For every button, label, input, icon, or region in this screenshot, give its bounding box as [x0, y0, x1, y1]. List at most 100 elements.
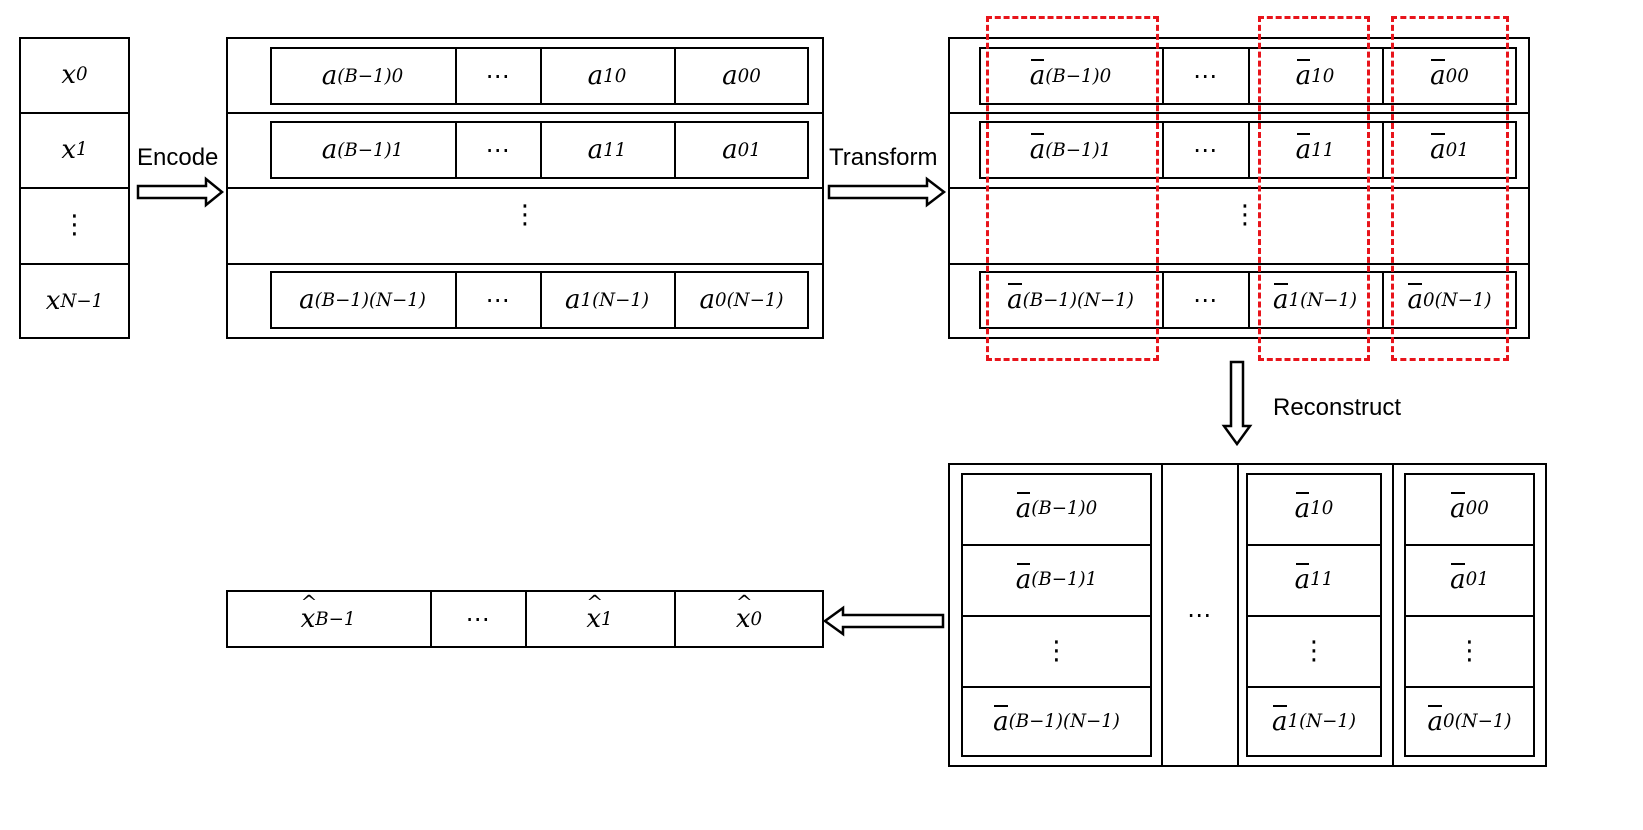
encoded-cell: a(B−1)1 [270, 121, 455, 179]
rc-base: a [1450, 491, 1466, 524]
enc-sub: 01 [737, 139, 761, 161]
encoded-row [270, 121, 809, 179]
divider [455, 271, 457, 329]
out-sub: B−1 [315, 608, 356, 630]
divider [961, 615, 1152, 617]
enc-base: a [299, 285, 315, 315]
divider [455, 121, 457, 179]
transformed-row-vdots: ⋮ [1200, 187, 1290, 243]
ellipsis: ⋯ [1193, 62, 1217, 90]
divider [455, 47, 457, 105]
rc-base: a [1015, 562, 1032, 595]
tr-sub: 1(N−1) [1288, 289, 1358, 311]
divider [19, 263, 130, 265]
enc-sub: 1(N−1) [580, 289, 650, 311]
transformed-cell: a(B−1)0 [979, 47, 1162, 105]
encoded-cell: a(B−1)0 [270, 47, 455, 105]
divider [540, 271, 542, 329]
transformed-cell-ellipsis: ⋯ [1162, 47, 1248, 105]
enc-base: a [321, 135, 338, 165]
divider [674, 271, 676, 329]
tr-sub: 11 [1311, 139, 1335, 161]
divider [1404, 544, 1535, 546]
tr-sub: 0(N−1) [1423, 289, 1492, 311]
output-cell-ellipsis: ⋯ [430, 590, 525, 648]
enc-sub: (B−1)1 [337, 139, 404, 161]
enc-base: a [699, 285, 715, 315]
divider [19, 187, 130, 189]
out-base: x [586, 590, 601, 634]
tr-sub: (B−1)(N−1) [1022, 289, 1134, 311]
enc-sub: (B−1)(N−1) [314, 289, 426, 311]
enc-sub: 11 [603, 139, 627, 161]
divider [1382, 271, 1384, 329]
recon-cell-vdots: ⋮ [961, 615, 1152, 686]
divider [1246, 686, 1382, 688]
rc-sub: 10 [1310, 498, 1334, 519]
encoded-cell: a(B−1)(N−1) [270, 271, 455, 329]
vdots: ⋮ [1301, 635, 1327, 666]
down-arrow-icon [1221, 360, 1253, 447]
divider [226, 187, 824, 189]
enc-base: a [722, 61, 738, 91]
ellipsis: ⋯ [1187, 601, 1211, 629]
enc-base: a [722, 135, 738, 165]
left-arrow-icon [822, 605, 945, 637]
out-base: x [736, 590, 751, 634]
divider [1246, 615, 1382, 617]
transformed-cell: a(B−1)(N−1) [979, 271, 1162, 329]
divider [19, 112, 130, 114]
encoded-row-vdots: ⋮ [226, 187, 824, 243]
tr-base: a [1430, 59, 1446, 91]
highlight-column-0 [1391, 16, 1509, 361]
tr-sub: 10 [1311, 65, 1335, 87]
rc-sub: (B−1)(N−1) [1008, 711, 1120, 732]
transformed-cell-ellipsis: ⋯ [1162, 121, 1248, 179]
enc-base: a [587, 61, 604, 91]
input-sub: N−1 [60, 290, 104, 312]
divider [540, 121, 542, 179]
enc-sub: 00 [737, 65, 761, 87]
divider [1248, 271, 1250, 329]
recon-cell-vdots: ⋮ [1246, 615, 1382, 686]
divider [1248, 121, 1250, 179]
encoded-row [270, 47, 809, 105]
highlight-column-1 [1258, 16, 1370, 361]
transformed-cell-ellipsis: ⋯ [1162, 271, 1248, 329]
transformed-cell: a(B−1)1 [979, 121, 1162, 179]
divider [961, 686, 1152, 688]
tr-base: a [1007, 283, 1023, 315]
divider [1392, 463, 1394, 767]
rc-base: a [1427, 704, 1443, 737]
input-sub: 1 [76, 139, 88, 160]
enc-base: a [564, 285, 581, 315]
encoded-row [270, 271, 809, 329]
rc-sub: (B−1)0 [1031, 498, 1098, 519]
tr-base: a [1272, 283, 1289, 315]
divider [226, 112, 824, 114]
rc-base: a [1450, 562, 1466, 595]
input-cell-vdots: ⋮ [19, 187, 130, 263]
rc-sub: (B−1)1 [1031, 569, 1098, 590]
ellipsis: ⋯ [1193, 136, 1217, 164]
recon-column-ellipsis: ⋯ [1161, 463, 1237, 767]
tr-sub: 00 [1445, 65, 1469, 87]
vdots: ⋮ [512, 200, 538, 230]
enc-sub: (B−1)0 [337, 65, 404, 87]
divider [430, 590, 432, 648]
divider [1162, 47, 1164, 105]
divider [1161, 463, 1163, 767]
divider [1248, 47, 1250, 105]
tr-base: a [1029, 59, 1046, 91]
